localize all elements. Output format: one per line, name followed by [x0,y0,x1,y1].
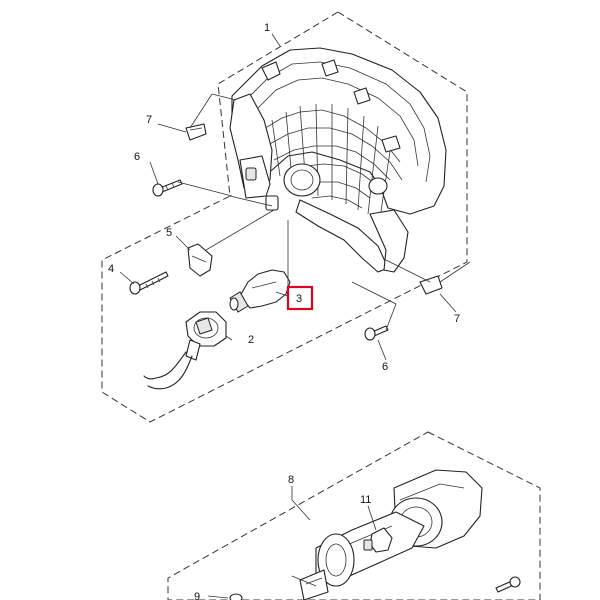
callout-7-lower[interactable]: 7 [454,313,460,325]
headlight-housing[interactable] [229,47,447,273]
nut-clip-7-lower[interactable] [419,275,443,295]
callout-7-upper[interactable]: 7 [146,114,152,126]
selected-callout-box[interactable] [286,285,314,311]
bulb-socket[interactable] [143,311,227,390]
leader-lines-lower [207,486,377,599]
callout-11[interactable]: 11 [360,494,371,506]
leader-lines-upper [119,33,471,361]
washer[interactable] [229,593,243,600]
callout-4[interactable]: 4 [108,263,114,275]
callout-6-lower[interactable]: 6 [382,361,388,373]
callout-8[interactable]: 8 [288,474,294,486]
callout-5[interactable]: 5 [166,227,172,239]
callout-1[interactable]: 1 [264,22,270,34]
callouts: 1 7 6 5 4 2 7 6 8 11 9 3 [108,22,460,600]
screw-4[interactable] [129,271,169,295]
callout-9[interactable]: 9 [194,591,200,600]
turn-signal-bulb[interactable] [363,527,393,553]
lens-screw[interactable] [495,576,521,593]
nut-clip-7-upper[interactable] [185,123,207,141]
turn-signal-assembly-boundary [167,431,541,600]
callout-2[interactable]: 2 [248,334,254,346]
clip[interactable] [187,243,213,277]
screw-6-lower[interactable] [364,325,389,341]
callout-3[interactable]: 3 [296,293,302,305]
callout-6-upper[interactable]: 6 [134,151,140,163]
headlight-assembly-boundary [101,11,468,423]
bulb[interactable] [229,269,291,313]
